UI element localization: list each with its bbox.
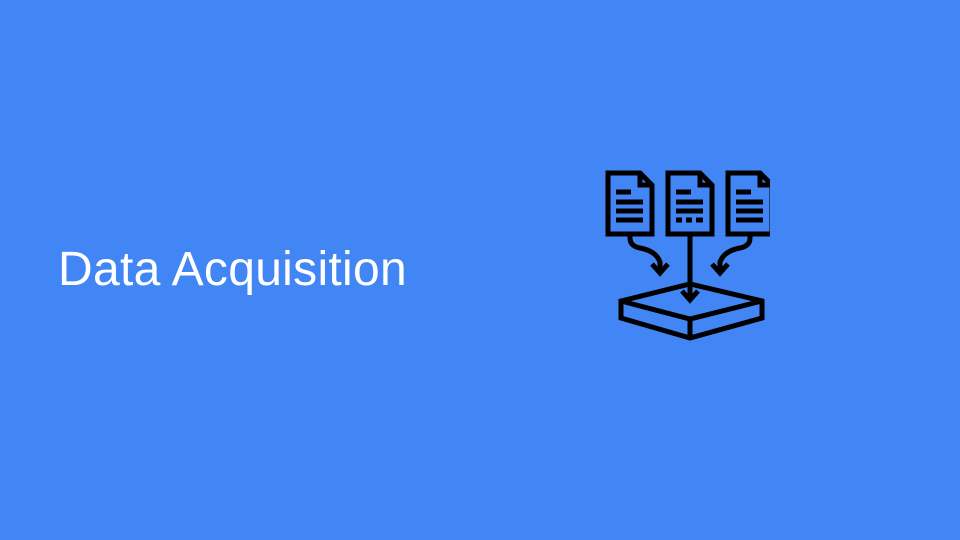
document-icon-left: [605, 170, 655, 237]
slide-title: Data Acquisition: [58, 243, 408, 296]
document-icon-middle: [665, 170, 715, 237]
tray-icon: [618, 281, 765, 341]
arrow-icons: [627, 234, 753, 304]
data-acquisition-icon: [605, 170, 770, 341]
document-icon-right: [725, 170, 770, 237]
